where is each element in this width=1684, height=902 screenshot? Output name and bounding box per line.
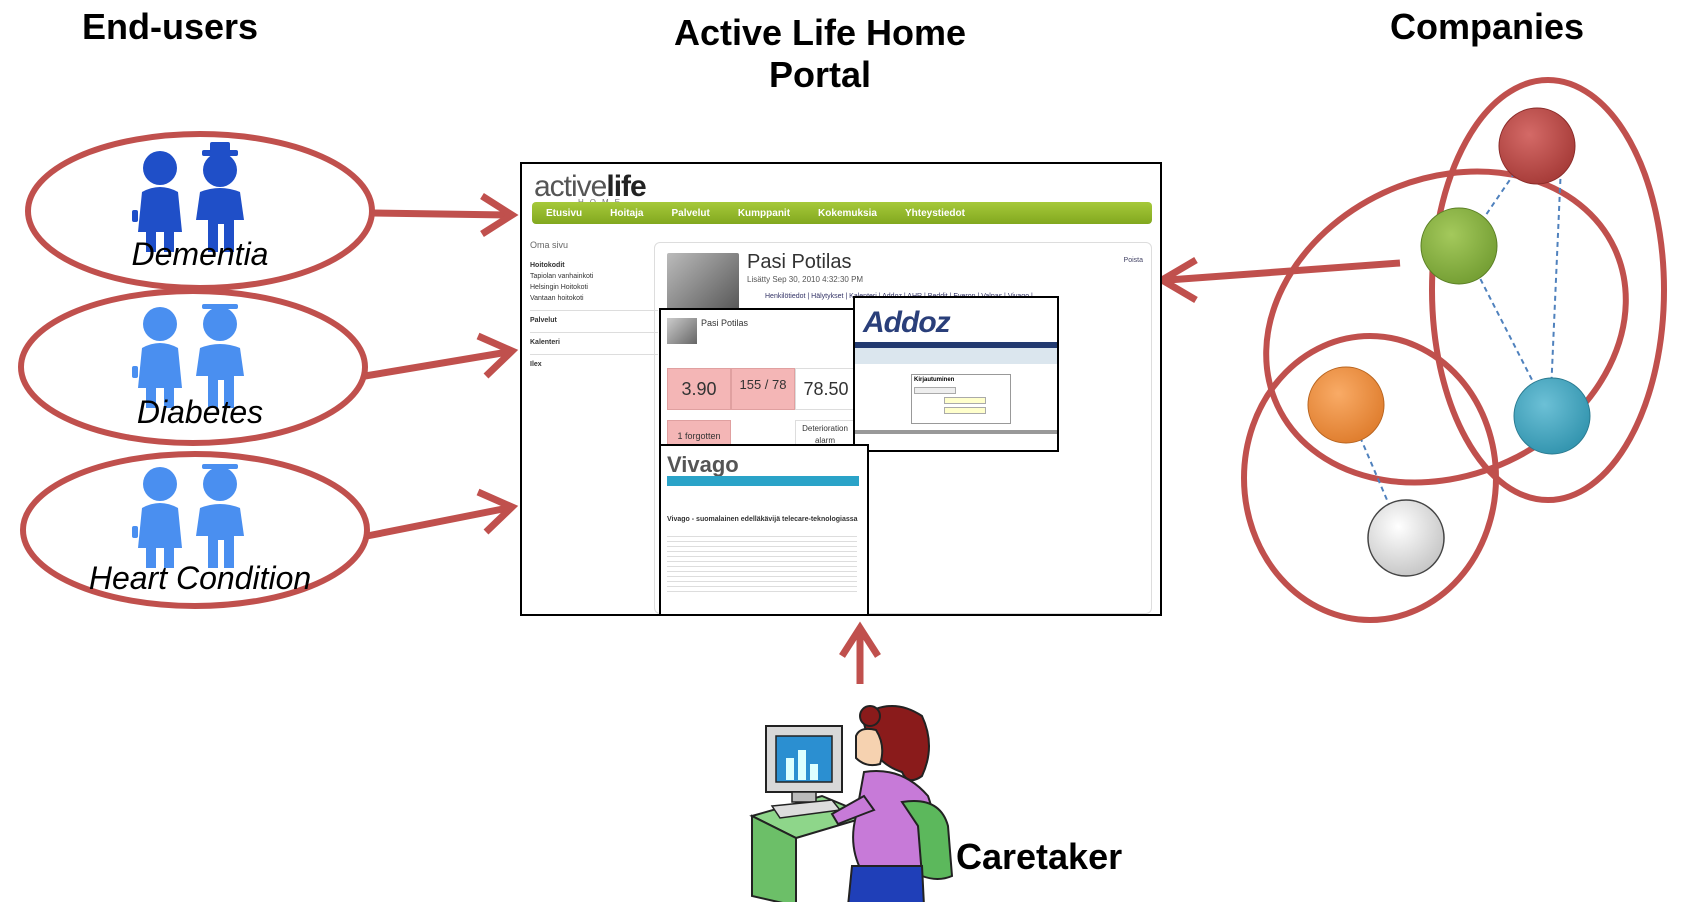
vital-value: 78.50	[795, 368, 857, 410]
company-node-orange-icon	[1307, 366, 1385, 444]
company-node-grey-icon	[1367, 499, 1445, 577]
portal-sidebar-item[interactable]: Vantaan hoitokoti	[530, 295, 584, 302]
addoz-login-box: Kirjautuminen	[911, 374, 1011, 424]
portal-nav-item[interactable]: Etusivu	[546, 207, 583, 219]
portal-heading-line1: Active Life Home	[673, 12, 967, 53]
arrow-companies-to-portal	[1155, 256, 1401, 304]
vitals-avatar	[667, 318, 697, 344]
addoz-window: Addoz Kirjautuminen	[853, 296, 1059, 452]
patient-name: Pasi Potilas	[747, 251, 852, 273]
portal-sidebar-link[interactable]: Ilex	[530, 354, 658, 370]
addoz-logo: Addoz	[863, 306, 951, 339]
portal-nav-item[interactable]: Palvelut	[671, 207, 710, 219]
arrow-diabetes-to-portal	[364, 332, 519, 380]
portal-sidebar-item[interactable]: Helsingin Hoitokoti	[530, 284, 588, 291]
condition-label-diabetes: Diabetes	[136, 394, 264, 430]
portal-sidebar-group: Hoitokodit	[530, 262, 565, 269]
caretaker-label: Caretaker	[956, 836, 1123, 877]
caretaker-at-computer-icon	[749, 705, 954, 902]
portal-logo-text: active	[534, 170, 607, 203]
portal-nav-item[interactable]: Kokemuksia	[818, 207, 877, 219]
vivago-body-text	[667, 532, 857, 592]
portal-sidebar-link[interactable]: Kalenteri	[530, 332, 658, 348]
addoz-username-field[interactable]	[944, 397, 986, 404]
portal-sidebar-link[interactable]: Palvelut	[530, 310, 658, 326]
arrow-heart-to-portal	[366, 488, 519, 540]
print-link[interactable]: Poista	[1123, 257, 1143, 264]
end-user-ellipse-diabetes	[18, 288, 368, 446]
patient-avatar	[667, 253, 739, 313]
company-ellipse-large	[1263, 168, 1629, 486]
people-light-blue-icon	[132, 304, 244, 408]
addoz-subbar	[855, 348, 1057, 364]
end-user-ellipse-dementia	[25, 131, 375, 291]
addoz-login-field[interactable]	[914, 387, 956, 394]
portal-heading-line2: Portal	[768, 54, 872, 95]
companies-heading: Companies	[1390, 6, 1585, 47]
portal-nav: Etusivu Hoitaja Palvelut Kumppanit Kokem…	[532, 202, 1152, 224]
condition-label-heart-condition: Heart Condition	[88, 560, 312, 596]
vitals-patient-name: Pasi Potilas	[701, 318, 749, 328]
vital-value: 155 / 78	[731, 368, 795, 410]
portal-logo-bold: life	[606, 170, 646, 203]
end-users-heading: End-users	[82, 6, 259, 47]
company-node-teal-icon	[1513, 377, 1591, 455]
portal-screenshot: activelife HOME Etusivu Hoitaja Palvelut…	[520, 162, 1162, 616]
portal-heading: Active Life Home Portal	[620, 12, 1020, 96]
condition-label-dementia: Dementia	[131, 236, 269, 272]
arrow-caretaker-to-portal	[839, 621, 881, 684]
vitals-window: Pasi Potilas 3.90 155 / 78 78.50 1 forgo…	[659, 308, 861, 458]
portal-sidebar-title: Oma sivu	[530, 240, 569, 250]
addoz-password-field[interactable]	[944, 407, 986, 414]
company-ellipse-bottom	[1241, 333, 1499, 623]
people-light-blue-icon	[132, 464, 244, 568]
addoz-login-title: Kirjautuminen	[914, 377, 955, 383]
vivago-window: Vivago Vivago - suomalainen edelläkävijä…	[659, 444, 869, 614]
portal-nav-item[interactable]: Yhteystiedot	[904, 207, 965, 219]
arrow-dementia-to-portal	[371, 193, 519, 237]
vivago-logo: Vivago	[667, 452, 739, 477]
end-user-ellipse-heart	[20, 451, 370, 609]
portal-logo: activelife HOME	[534, 170, 647, 207]
company-node-red-icon	[1498, 107, 1576, 185]
portal-sidebar-item[interactable]: Tapiolan vanhainkoti	[530, 273, 594, 280]
addoz-footer	[855, 430, 1057, 434]
addoz-bar	[855, 342, 1057, 348]
people-dark-blue-icon	[132, 142, 244, 252]
portal-sidebar: Oma sivu Hoitokodit Tapiolan vanhainkoti…	[530, 238, 658, 370]
portal-nav-item[interactable]: Kumppanit	[737, 207, 791, 219]
vivago-nav-bar	[667, 476, 859, 486]
portal-nav-item[interactable]: Hoitaja	[610, 207, 644, 219]
company-node-green-icon	[1420, 207, 1498, 285]
vivago-title: Vivago - suomalainen edelläkävijä teleca…	[667, 516, 858, 523]
vital-value: 3.90	[667, 368, 731, 410]
patient-date: Lisätty Sep 30, 2010 4:32:30 PM	[747, 275, 864, 284]
company-ellipse-right	[1429, 77, 1667, 503]
